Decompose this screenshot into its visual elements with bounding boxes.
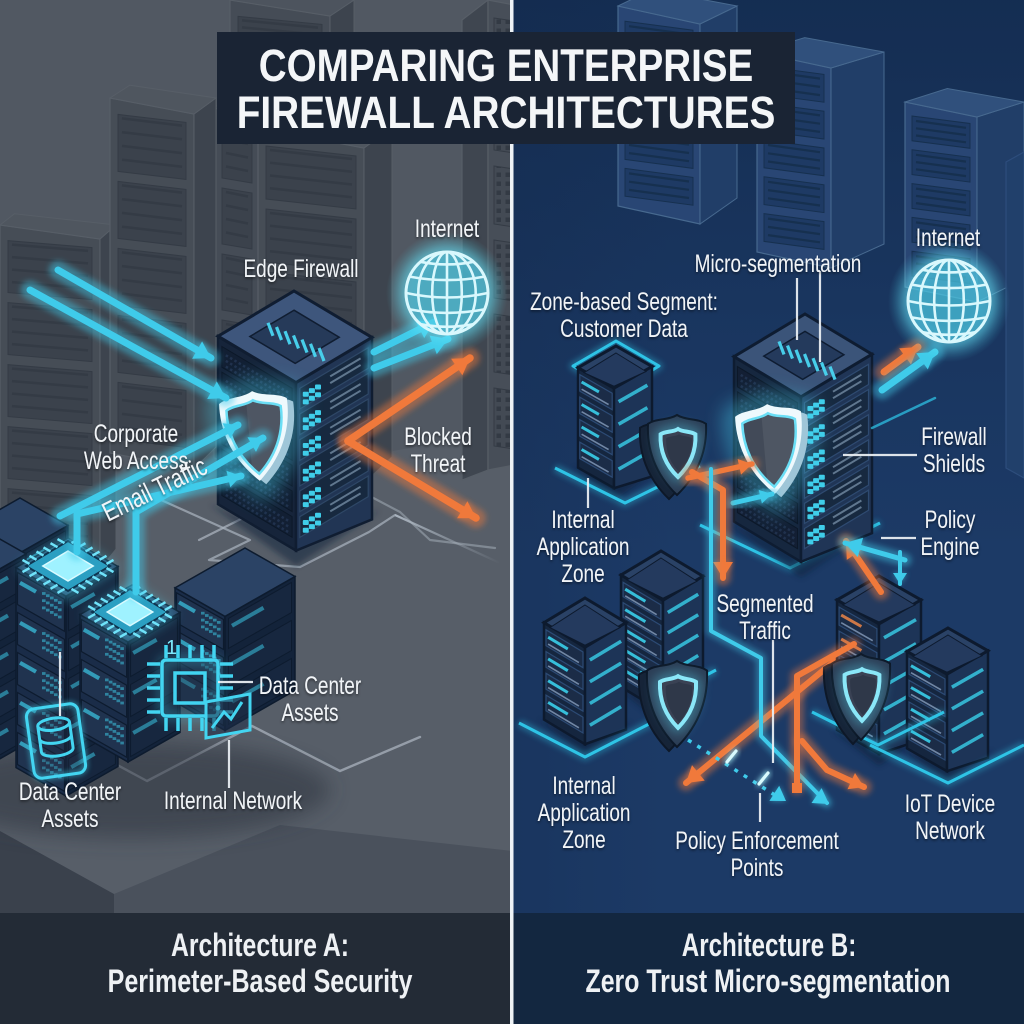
- svg-text:Customer Data: Customer Data: [560, 314, 688, 342]
- svg-text:Shields: Shields: [923, 449, 985, 477]
- svg-text:Engine: Engine: [920, 532, 979, 560]
- svg-text:FIREWALL ARCHITECTURES: FIREWALL ARCHITECTURES: [237, 87, 776, 137]
- svg-text:Firewall: Firewall: [921, 422, 986, 450]
- svg-text:Policy: Policy: [925, 505, 976, 533]
- svg-text:Zone: Zone: [561, 559, 604, 587]
- svg-text:Traffic: Traffic: [739, 616, 791, 644]
- svg-text:Internal Network: Internal Network: [164, 786, 303, 814]
- svg-text:Perimeter-Based Security: Perimeter-Based Security: [108, 964, 413, 1000]
- svg-text:Corporate: Corporate: [94, 419, 178, 447]
- svg-text:Zone-based Segment:: Zone-based Segment:: [530, 287, 718, 315]
- svg-text:Data Center: Data Center: [259, 671, 362, 699]
- svg-text:Assets: Assets: [282, 698, 339, 726]
- svg-text:Threat: Threat: [411, 449, 466, 477]
- svg-text:Architecture B:: Architecture B:: [682, 928, 856, 964]
- svg-text:1: 1: [166, 637, 177, 659]
- svg-text:Internet: Internet: [916, 223, 980, 251]
- svg-text:Blocked: Blocked: [404, 422, 472, 450]
- svg-text:Application: Application: [537, 532, 630, 560]
- svg-text:Policy Enforcement: Policy Enforcement: [675, 826, 839, 854]
- svg-text:Assets: Assets: [42, 804, 99, 832]
- svg-text:Internal: Internal: [551, 505, 614, 533]
- svg-text:Zero Trust Micro-segmentation: Zero Trust Micro-segmentation: [585, 964, 950, 1000]
- svg-text:Architecture A:: Architecture A:: [171, 928, 349, 964]
- svg-text:Micro-segmentation: Micro-segmentation: [695, 249, 862, 277]
- svg-text:IoT Device: IoT Device: [905, 789, 995, 817]
- svg-text:Web Access: Web Access: [84, 446, 188, 474]
- svg-text:Edge Firewall: Edge Firewall: [243, 254, 358, 282]
- svg-text:Network: Network: [915, 816, 985, 844]
- svg-text:COMPARING ENTERPRISE: COMPARING ENTERPRISE: [259, 40, 754, 90]
- svg-text:Internet: Internet: [415, 214, 479, 242]
- svg-text:Data Center: Data Center: [19, 777, 122, 805]
- svg-text:Internal: Internal: [552, 771, 615, 799]
- svg-text:Points: Points: [731, 853, 784, 881]
- svg-text:Segmented: Segmented: [716, 589, 813, 617]
- svg-text:Zone: Zone: [562, 825, 605, 853]
- svg-text:Application: Application: [538, 798, 631, 826]
